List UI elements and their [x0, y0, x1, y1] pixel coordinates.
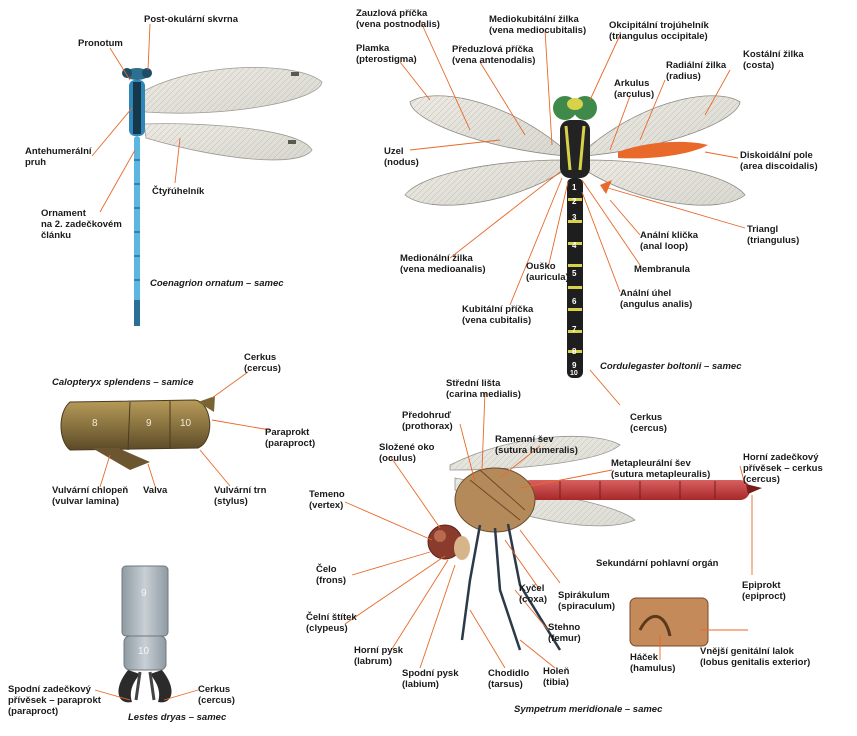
label-anal-angle: Anální úhel(angulus analis)	[620, 288, 692, 310]
label-radius: Radiální žilka(radius)	[666, 60, 726, 82]
label-medial-carina: Střední lišta(carina medialis)	[446, 378, 521, 400]
label-paraproct: Paraprokt(paraproct)	[265, 427, 315, 449]
label-membranule: Membranula	[634, 264, 690, 275]
label-calopteryx-cercus: Cerkus(cercus)	[244, 352, 281, 374]
label-discoidal: Diskoidální pole(area discoidalis)	[740, 150, 818, 172]
segment-label-7: 7	[572, 324, 576, 335]
segment-label-3: 3	[572, 212, 576, 223]
label-labrum: Horní pysk(labrum)	[354, 645, 403, 667]
label-spiracle: Spirákulum(spiraculum)	[558, 590, 615, 612]
label-vertex: Temeno(vertex)	[309, 489, 345, 511]
caption-cordulegaster: Cordulegaster boltonii – samec	[600, 361, 741, 372]
label-secondary-genital: Sekundární pohlavní orgán	[596, 558, 718, 569]
segment-label-1: 1	[572, 182, 576, 193]
label-tibia: Holeň(tibia)	[543, 666, 569, 688]
label-stylus: Vulvární trn(stylus)	[214, 485, 266, 507]
segment-label-10: 10	[570, 368, 578, 379]
label-frons: Čelo(frons)	[316, 564, 346, 586]
caption-coenagrion: Coenagrion ornatum – samec	[150, 278, 284, 289]
label-femur: Stehno(femur)	[548, 622, 581, 644]
label-mediocubital: Mediokubitální žilka(vena mediocubitalis…	[489, 14, 586, 36]
calopteryx-segment-9: 9	[146, 418, 152, 429]
label-pterostigma: Plamka(pterostigma)	[356, 43, 417, 65]
segment-label-8: 8	[572, 346, 576, 357]
segment-label-6: 6	[572, 296, 576, 307]
label-valva: Valva	[143, 485, 167, 496]
label-genital-lobe: Vnější genitální lalok(lobus genitalis e…	[700, 646, 810, 668]
label-coxa: Kyčel(coxa)	[519, 583, 547, 605]
segment-label-5: 5	[572, 268, 576, 279]
label-postnodal: Zauzlová příčka(vena postnodalis)	[356, 8, 440, 30]
caption-sympetrum: Sympetrum meridionale – samec	[514, 704, 662, 715]
sympetrum-drawing	[428, 436, 762, 650]
label-costa: Kostální žilka(costa)	[743, 49, 804, 71]
lestes-segment-10: 10	[138, 646, 149, 657]
label-quadrilateral: Čtyřúhelník	[152, 186, 204, 197]
label-arculus: Arkulus(arculus)	[614, 78, 654, 100]
label-anal-loop: Anální klička(anal loop)	[640, 230, 698, 252]
segment-label-4: 4	[572, 240, 576, 251]
lestes-segment-9: 9	[141, 588, 147, 599]
label-cubital: Kubitální příčka(vena cubitalis)	[462, 304, 533, 326]
label-tarsus: Chodidlo(tarsus)	[488, 668, 529, 690]
label-auricle: Ouško(auricula)	[526, 261, 569, 283]
label-medioanal: Medionální žilka(vena medioanalis)	[400, 253, 486, 275]
label-nodus: Uzel(nodus)	[384, 146, 419, 168]
caption-lestes: Lestes dryas – samec	[128, 712, 226, 723]
calopteryx-segment-8: 8	[92, 418, 98, 429]
label-hamulus: Háček(hamulus)	[630, 652, 675, 674]
label-occipital: Okcipitální trojúhelník(triangulus occip…	[609, 20, 709, 42]
label-labium: Spodní pysk(labium)	[402, 668, 458, 690]
calopteryx-segment-10: 10	[180, 418, 191, 429]
lestes-drawing	[118, 566, 171, 702]
label-pronotum: Pronotum	[78, 38, 123, 49]
label-humeral-suture: Ramenní šev(sutura humeralis)	[495, 434, 578, 456]
label-prothorax: Předohruď(prothorax)	[402, 410, 453, 432]
caption-calopteryx: Calopteryx splendens – samice	[52, 377, 194, 388]
label-metapleural-suture: Metapleurální šev(sutura metapleuralis)	[611, 458, 710, 480]
label-post-ocular: Post-okulární skvrna	[144, 14, 238, 25]
label-antenodal: Předuzlová příčka(vena antenodalis)	[452, 44, 535, 66]
label-compound-eye: Složené oko(oculus)	[379, 442, 434, 464]
label-cordulegaster-cercus: Cerkus(cercus)	[630, 412, 667, 434]
label-epiproct: Epiprokt(epiproct)	[742, 580, 786, 602]
label-clypeus: Čelní štítek(clypeus)	[306, 612, 357, 634]
calopteryx-drawing	[61, 396, 215, 470]
label-triangle: Triangl(triangulus)	[747, 224, 799, 246]
label-lestes-cercus: Cerkus(cercus)	[198, 684, 235, 706]
segment-label-2: 2	[572, 196, 576, 207]
label-vulvar-lamina: Vulvární chlopeň(vulvar lamina)	[52, 485, 128, 507]
